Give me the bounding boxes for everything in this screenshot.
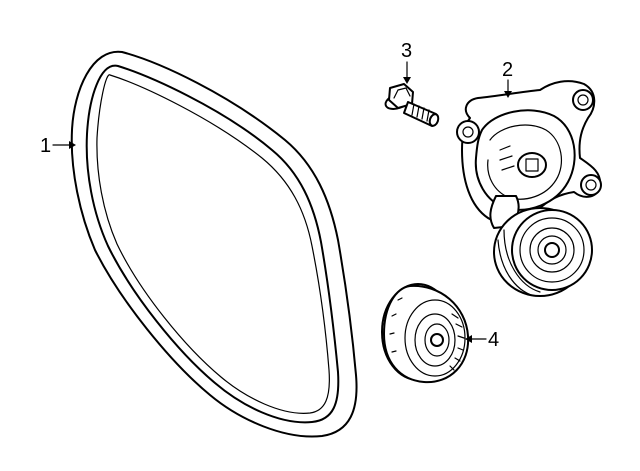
callout-label-3: 3 — [401, 40, 412, 62]
callout-label-2: 2 — [502, 59, 513, 81]
arrowhead-icon — [504, 91, 512, 98]
serpentine-belt[interactable] — [70, 50, 358, 438]
callout-3: 3 — [401, 40, 412, 84]
belt-tensioner[interactable] — [456, 80, 602, 297]
arrowhead-icon — [465, 335, 472, 343]
arrowhead-icon — [403, 77, 411, 84]
idler-pulley[interactable] — [381, 283, 470, 384]
callout-label-1: 1 — [40, 135, 51, 157]
callout-label-4: 4 — [488, 329, 499, 351]
callout-4: 4 — [465, 329, 499, 351]
arrowhead-icon — [69, 141, 76, 149]
callout-1: 1 — [40, 135, 76, 157]
bolt[interactable] — [383, 83, 440, 127]
callout-2: 2 — [502, 59, 513, 98]
